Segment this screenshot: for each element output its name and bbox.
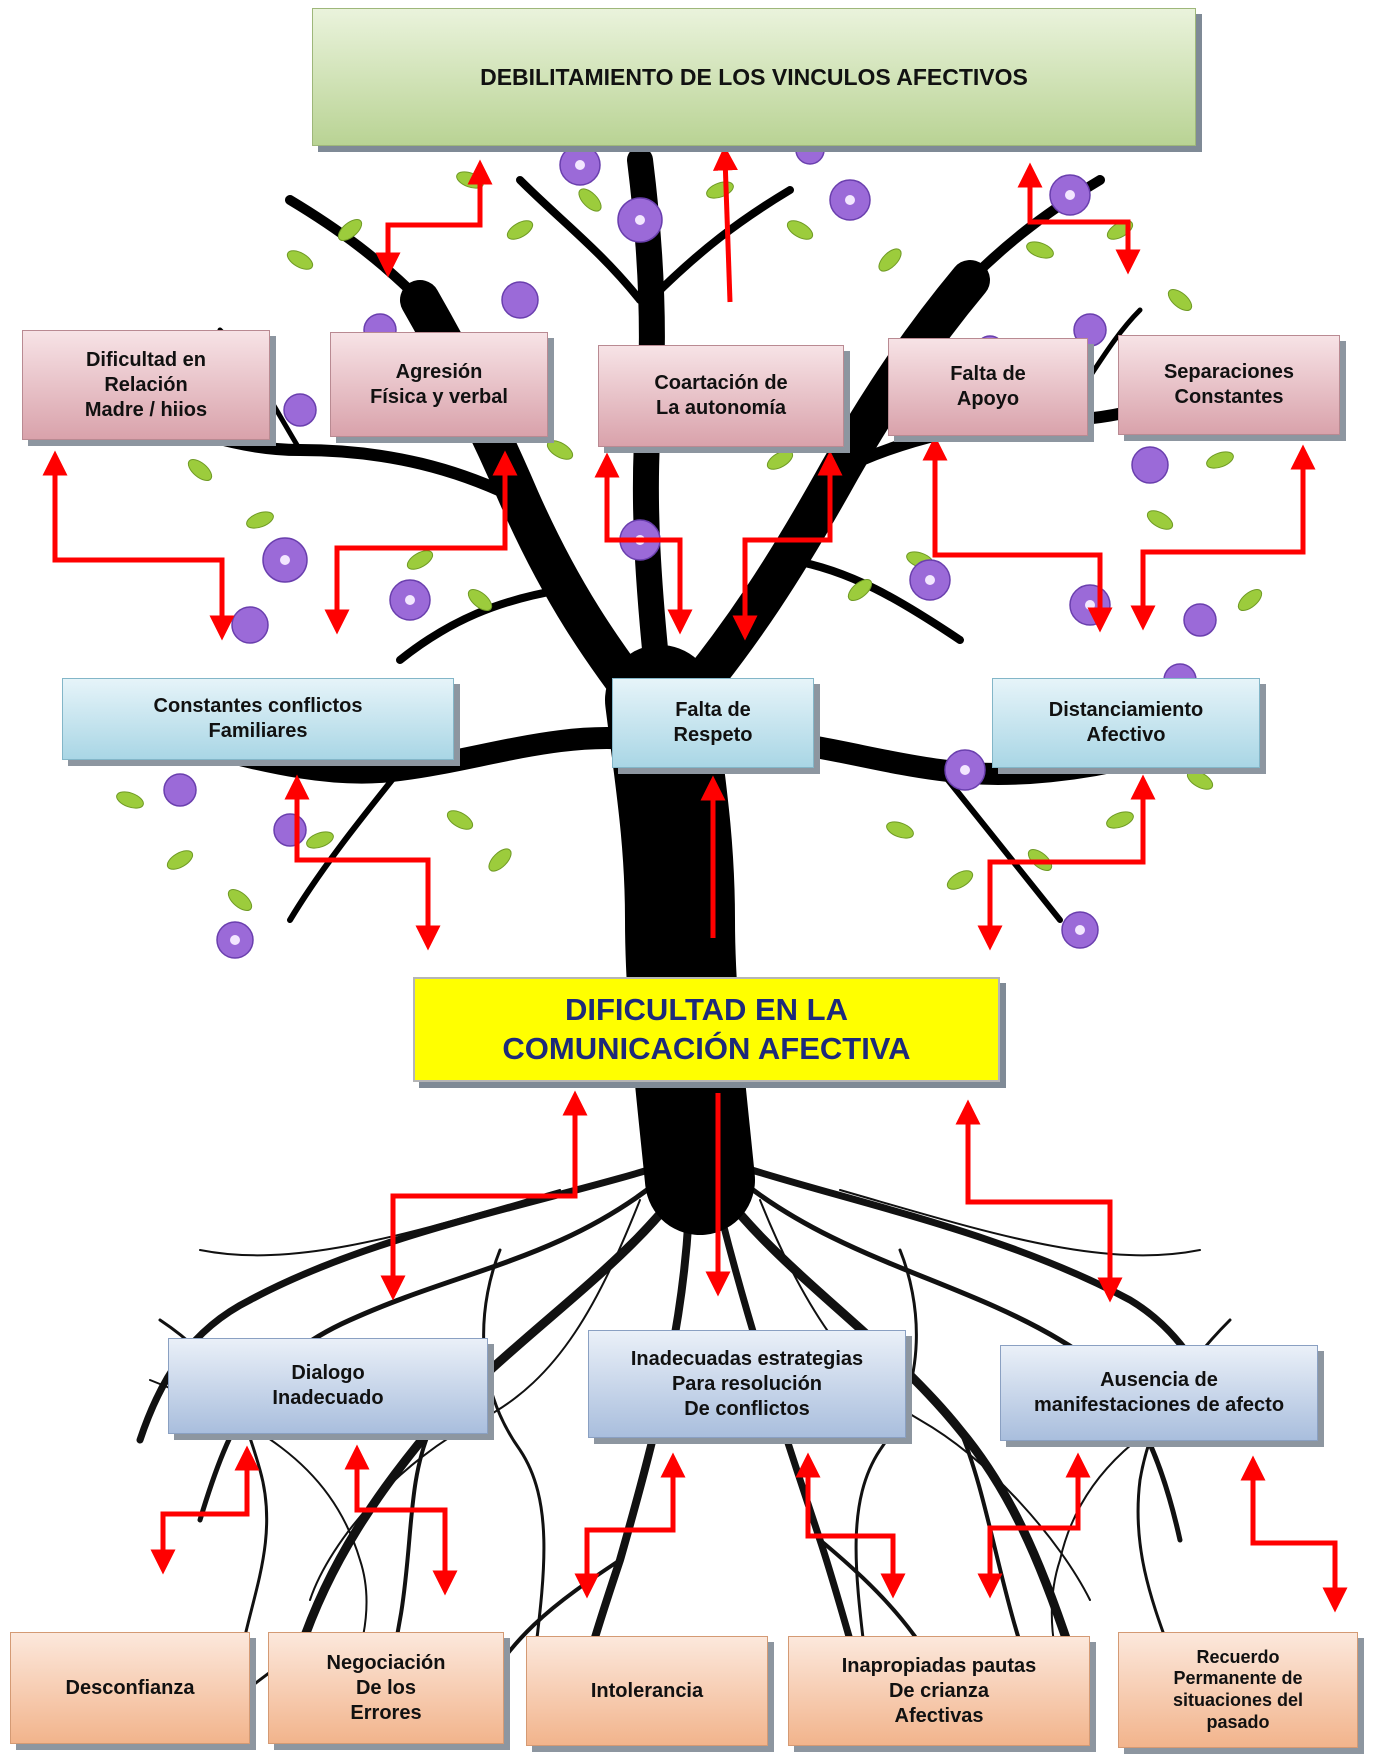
arrow-conflicts-to-aggression <box>324 450 518 635</box>
effect-box-distance: Distanciamiento Afectivo <box>992 678 1260 768</box>
effect-line: Coartación de <box>654 372 788 394</box>
arrow-memory-to-affection <box>1240 1455 1348 1613</box>
root-box-crianza: Inapropiadas pautas De crianza Afectivas <box>788 1636 1090 1746</box>
cause-line: Dialogo <box>291 1362 365 1384</box>
central-problem-line: COMUNICACIÓN AFECTIVA <box>502 1030 911 1066</box>
effect-box-conflicts: Constantes conflictos Familiares <box>62 678 454 760</box>
root-line: Errores <box>350 1701 422 1724</box>
root-line: Permanente de <box>1173 1668 1303 1689</box>
effect-line: Física y verbal <box>370 385 508 408</box>
root-box-distrust: Desconfianza <box>10 1632 250 1744</box>
cause-line: Ausencia de <box>1100 1369 1218 1391</box>
effect-line: Apoyo <box>956 388 1020 410</box>
cause-line: De conflictos <box>684 1397 810 1420</box>
arrow-support-to-top <box>1017 162 1141 275</box>
effect-box-autonomy: Coartación de La autonomía <box>598 345 844 447</box>
root-line: Afectivas <box>894 1704 984 1727</box>
arrow-crianza-right-to-affection <box>977 1452 1091 1599</box>
root-line: Recuerdo <box>1196 1646 1280 1667</box>
arrow-affection-to-core <box>955 1099 1123 1303</box>
root-line: De crianza <box>888 1679 990 1702</box>
arrow-autonomy-to-top <box>712 145 738 303</box>
cause-line: Para resolución <box>671 1372 823 1395</box>
effect-box-relation: Dificultad en Relación Madre / hiios <box>22 330 270 440</box>
central-problem-box: DIFICULTAD EN LA COMUNICACIÓN AFECTIVA <box>413 977 1000 1082</box>
arrow-distance-to-separations <box>1130 444 1316 631</box>
root-line: situaciones del <box>1172 1690 1304 1710</box>
arrow-distance-to-support <box>922 435 1113 633</box>
root-box-intolerance: Intolerancia <box>526 1636 768 1746</box>
root-line: Desconfianza <box>65 1676 195 1699</box>
arrow-crianza-left-to-strategies <box>795 1452 906 1599</box>
effect-line: Respeto <box>673 724 753 746</box>
arrow-distrust-to-dialog <box>150 1445 260 1575</box>
effect-line: Agresión <box>395 360 483 383</box>
effect-box-separations: Separaciones Constantes <box>1118 335 1340 435</box>
central-problem-line: DIFICULTAD EN LA <box>565 991 848 1027</box>
effect-line: Distanciamiento <box>1048 699 1204 721</box>
connector-arrows <box>42 145 1348 1613</box>
root-line: Inapropiadas pautas <box>841 1654 1037 1677</box>
effect-line: Falta de <box>950 363 1026 385</box>
root-line: pasado <box>1206 1711 1270 1732</box>
effect-line: La autonomía <box>655 397 786 419</box>
effect-line: Dificultad en <box>85 348 206 371</box>
arrow-intolerance-to-strategies <box>574 1452 686 1599</box>
effect-box-support: Falta de Apoyo <box>888 338 1088 436</box>
arrow-core-to-distance <box>977 774 1156 951</box>
root-box-memory: Recuerdo Permanente de situaciones del p… <box>1118 1632 1358 1748</box>
effect-line: Separaciones <box>1163 361 1295 383</box>
effect-box-respect: Falta de Respeto <box>612 678 814 768</box>
arrow-errors-to-dialog <box>344 1444 458 1596</box>
top-effect-box: DEBILITAMIENTO DE LOS VINCULOS AFECTIVOS <box>312 8 1196 146</box>
effect-line: Madre / hiios <box>84 398 208 421</box>
root-line: De los <box>355 1676 417 1699</box>
cause-line: manifestaciones de afecto <box>1033 1394 1285 1416</box>
root-line: Intolerancia <box>590 1679 704 1702</box>
effect-box-aggression: Agresión Física y verbal <box>330 332 548 437</box>
cause-box-affection: Ausencia de manifestaciones de afecto <box>1000 1345 1318 1441</box>
arrow-conflicts-to-relation <box>42 450 235 641</box>
arrow-respect-to-autonomy-right <box>732 450 843 641</box>
effect-line: Afectivo <box>1086 724 1166 746</box>
cause-box-dialog: Dialogo Inadecuado <box>168 1338 488 1434</box>
effect-line: Constantes <box>1174 386 1284 408</box>
arrow-core-to-conflicts <box>284 774 441 951</box>
effect-line: Familiares <box>208 720 308 742</box>
top-effect-label: DEBILITAMIENTO DE LOS VINCULOS AFECTIVOS <box>480 63 1028 90</box>
arrow-aggression-to-top <box>375 159 493 278</box>
effect-line: Falta de <box>675 699 751 721</box>
root-line: Negociación <box>326 1651 446 1674</box>
arrow-respect-to-autonomy-left <box>594 452 693 635</box>
arrow-dialog-to-core <box>380 1090 588 1301</box>
effect-line: Relación <box>104 373 188 396</box>
effect-line: Constantes conflictos <box>153 695 363 717</box>
cause-box-strategies: Inadecuadas estrategias Para resolución … <box>588 1330 906 1438</box>
root-box-errors: Negociación De los Errores <box>268 1632 504 1744</box>
cause-line: Inadecuadas estrategias <box>630 1347 864 1370</box>
cause-line: Inadecuado <box>272 1387 384 1409</box>
